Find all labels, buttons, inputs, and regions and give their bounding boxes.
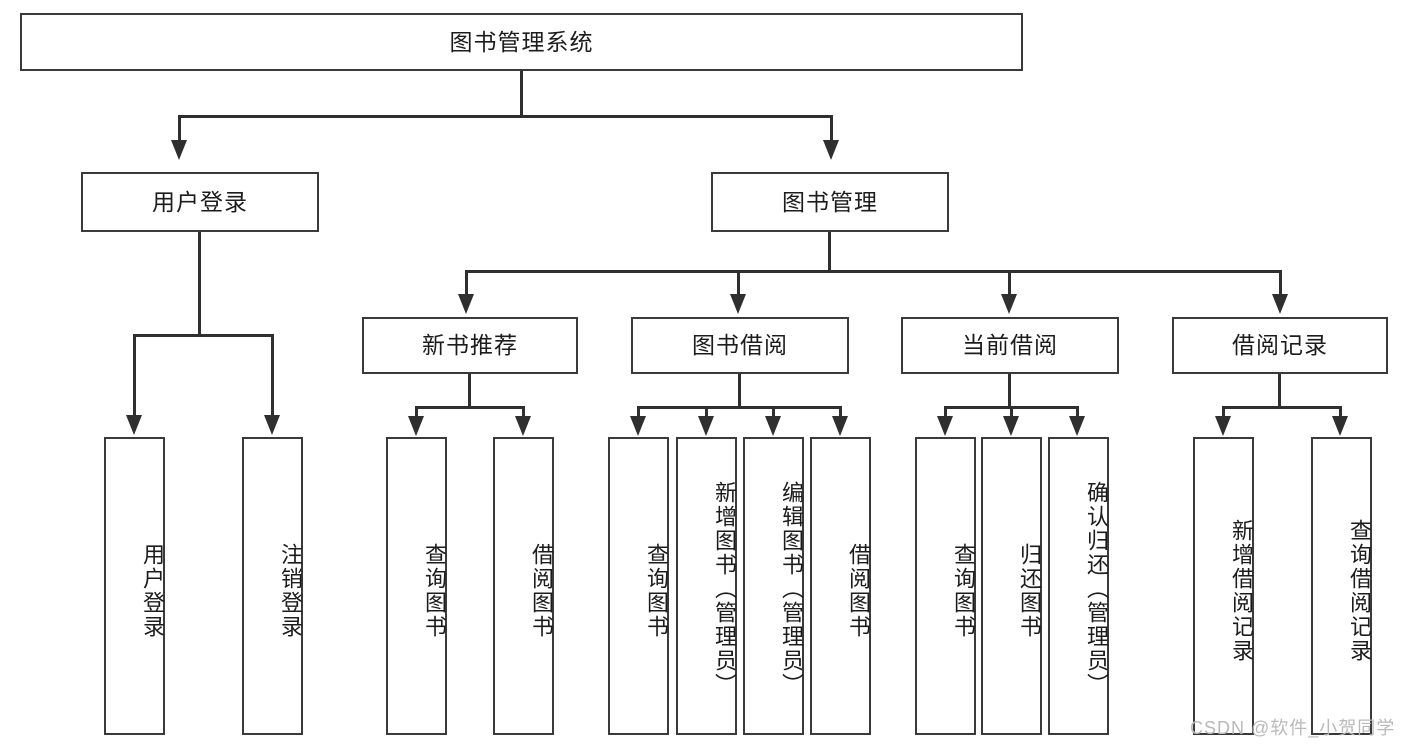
edge-br-bus xyxy=(1222,406,1341,409)
edge-cb-to-leaf-2 xyxy=(1076,406,1079,418)
node-book-management[interactable]: 图书管理 xyxy=(711,172,949,232)
arrow-bb-to-leaf-1 xyxy=(698,416,714,436)
arrow-nbr-to-leaf-0 xyxy=(408,416,424,436)
edge-nbr-stem xyxy=(468,374,471,408)
edge-br-to-leaf-1 xyxy=(1339,406,1342,418)
edge-root-to-book-management xyxy=(830,115,833,141)
node-user-login[interactable]: 用户登录 xyxy=(81,172,319,232)
edge-cb-to-leaf-0 xyxy=(944,406,947,418)
edge-nbr-to-leaf-0 xyxy=(415,406,418,418)
edge-root-to-user-login xyxy=(178,115,181,141)
node-label: 新增图书（管理员） xyxy=(712,481,737,697)
node-label: 借阅记录 xyxy=(1232,332,1328,358)
edge-cb-to-leaf-1 xyxy=(1010,406,1013,418)
edge-user-login-stem xyxy=(198,232,201,336)
arrow-cb-to-leaf-2 xyxy=(1069,416,1085,436)
edge-bb-to-leaf-3 xyxy=(839,406,842,418)
node-label: 当前借阅 xyxy=(962,332,1058,358)
leaf-book-borrow-3[interactable]: 借阅图书 xyxy=(810,437,871,735)
arrow-root-to-user-login xyxy=(171,140,187,160)
node-label: 查询图书 xyxy=(644,543,669,639)
leaf-current-borrow-2[interactable]: 确认归还（管理员） xyxy=(1048,437,1109,735)
arrow-user-login-to-leaf-0 xyxy=(126,415,142,435)
edge-br-stem xyxy=(1278,374,1281,408)
edge-nbr-bus xyxy=(415,406,525,409)
leaf-borrow-record-1[interactable]: 查询借阅记录 xyxy=(1311,437,1372,735)
node-label: 用户登录 xyxy=(152,188,248,215)
arrow-cb-to-leaf-0 xyxy=(937,416,953,436)
leaf-user-login-1[interactable]: 注销登录 xyxy=(242,437,303,735)
edge-bb-bus xyxy=(637,406,842,409)
edge-book-management-bus xyxy=(465,270,1282,273)
leaf-book-borrow-1[interactable]: 新增图书（管理员） xyxy=(676,437,737,735)
edge-bb-stem xyxy=(738,374,741,408)
leaf-borrow-record-0[interactable]: 新增借阅记录 xyxy=(1193,437,1254,735)
edge-bm-to-l3-1 xyxy=(737,270,740,296)
node-label: 用户登录 xyxy=(140,543,165,639)
leaf-book-borrow-2[interactable]: 编辑图书（管理员） xyxy=(743,437,804,735)
edge-book-management-stem xyxy=(828,232,831,272)
node-current-borrow[interactable]: 当前借阅 xyxy=(901,317,1119,374)
node-label: 图书管理 xyxy=(782,188,878,215)
edge-nbr-to-leaf-1 xyxy=(522,406,525,418)
edge-root-stem xyxy=(520,71,523,117)
leaf-current-borrow-0[interactable]: 查询图书 xyxy=(915,437,976,735)
edge-br-to-leaf-0 xyxy=(1222,406,1225,418)
arrow-user-login-to-leaf-1 xyxy=(264,415,280,435)
arrow-root-to-book-management xyxy=(823,140,839,160)
edge-bm-to-l3-0 xyxy=(465,270,468,296)
arrow-bb-to-leaf-0 xyxy=(630,416,646,436)
node-label: 图书管理系统 xyxy=(449,28,594,55)
arrow-bm-to-l3-0 xyxy=(458,294,474,314)
leaf-user-login-0[interactable]: 用户登录 xyxy=(104,437,165,735)
arrow-br-to-leaf-0 xyxy=(1215,416,1231,436)
edge-user-login-to-leaf-0 xyxy=(133,334,136,416)
node-label: 注销登录 xyxy=(278,543,303,639)
arrow-bb-to-leaf-2 xyxy=(765,416,781,436)
arrow-bm-to-l3-1 xyxy=(730,294,746,314)
edge-bb-to-leaf-0 xyxy=(637,406,640,418)
edge-bm-to-l3-2 xyxy=(1008,270,1011,296)
edge-bb-to-leaf-1 xyxy=(705,406,708,418)
node-label: 借阅图书 xyxy=(529,543,554,639)
arrow-bm-to-l3-2 xyxy=(1001,294,1017,314)
leaf-book-borrow-0[interactable]: 查询图书 xyxy=(608,437,669,735)
leaf-new-book-recommend-0[interactable]: 查询图书 xyxy=(386,437,447,735)
arrow-nbr-to-leaf-1 xyxy=(515,416,531,436)
node-book-borrow[interactable]: 图书借阅 xyxy=(631,317,849,374)
node-borrow-record[interactable]: 借阅记录 xyxy=(1172,317,1388,374)
edge-root-bus xyxy=(178,115,833,118)
arrow-bb-to-leaf-3 xyxy=(832,416,848,436)
edge-user-login-to-leaf-1 xyxy=(271,334,274,416)
node-new-book-recommend[interactable]: 新书推荐 xyxy=(362,317,578,374)
edge-user-login-bus xyxy=(133,334,274,337)
leaf-current-borrow-1[interactable]: 归还图书 xyxy=(981,437,1042,735)
edge-bm-to-l3-3 xyxy=(1279,270,1282,296)
leaf-new-book-recommend-1[interactable]: 借阅图书 xyxy=(493,437,554,735)
node-label: 查询图书 xyxy=(422,543,447,639)
node-label: 图书借阅 xyxy=(692,332,788,358)
node-label: 查询图书 xyxy=(951,543,976,639)
node-label: 新书推荐 xyxy=(422,332,518,358)
node-label: 确认归还（管理员） xyxy=(1084,481,1109,697)
node-label: 编辑图书（管理员） xyxy=(779,481,804,697)
node-label: 归还图书 xyxy=(1017,543,1042,639)
arrow-bm-to-l3-3 xyxy=(1272,294,1288,314)
csdn-watermark: CSDN @软件_小贺同学 xyxy=(1190,718,1396,738)
node-label: 查询借阅记录 xyxy=(1347,519,1372,663)
edge-cb-stem xyxy=(1008,374,1011,408)
node-label: 新增借阅记录 xyxy=(1229,519,1254,663)
arrow-cb-to-leaf-1 xyxy=(1003,416,1019,436)
node-root-book-management-system[interactable]: 图书管理系统 xyxy=(20,13,1023,71)
arrow-br-to-leaf-1 xyxy=(1332,416,1348,436)
node-label: 借阅图书 xyxy=(846,543,871,639)
edge-bb-to-leaf-2 xyxy=(772,406,775,418)
